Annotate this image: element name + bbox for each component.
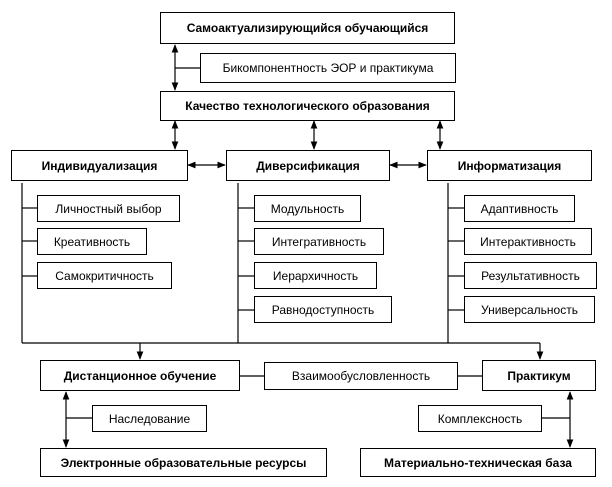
- informatization-item: Интерактивность: [464, 228, 592, 255]
- diversification-item: Модульность: [254, 195, 361, 222]
- informatization-item: Универсальность: [464, 296, 595, 323]
- diversification-item: Интегративность: [254, 228, 384, 255]
- informatization-item: Адаптивность: [464, 195, 575, 222]
- quality-box: Качество технологического образования: [160, 91, 455, 121]
- inheritance-box: Наследование: [92, 405, 207, 432]
- practicum-box: Практикум: [482, 360, 596, 391]
- individualization-item: Личностный выбор: [37, 195, 180, 222]
- resources-box: Электронные образовательные ресурсы: [40, 448, 327, 477]
- diversification-box: Диверсификация: [226, 150, 390, 181]
- informatization-item: Результативность: [464, 262, 597, 289]
- distance-learning-box: Дистанционное обучение: [40, 360, 240, 391]
- interdependence-box: Взаимообусловленность: [264, 362, 458, 390]
- diversification-item: Равнодоступность: [254, 296, 392, 323]
- individualization-item: Креативность: [37, 228, 147, 255]
- informatization-box: Информатизация: [427, 150, 592, 181]
- complexity-box: Комплексность: [418, 405, 542, 432]
- diversification-item: Иерархичность: [254, 262, 377, 289]
- individualization-item: Самокритичность: [37, 262, 172, 289]
- bicomponent-box: Бикомпонентность ЭОР и практикума: [200, 53, 456, 83]
- material-base-box: Материально-техническая база: [360, 448, 596, 477]
- individualization-box: Индивидуализация: [11, 150, 188, 181]
- learner-box: Самоактуализирующийся обучающийся: [160, 12, 455, 44]
